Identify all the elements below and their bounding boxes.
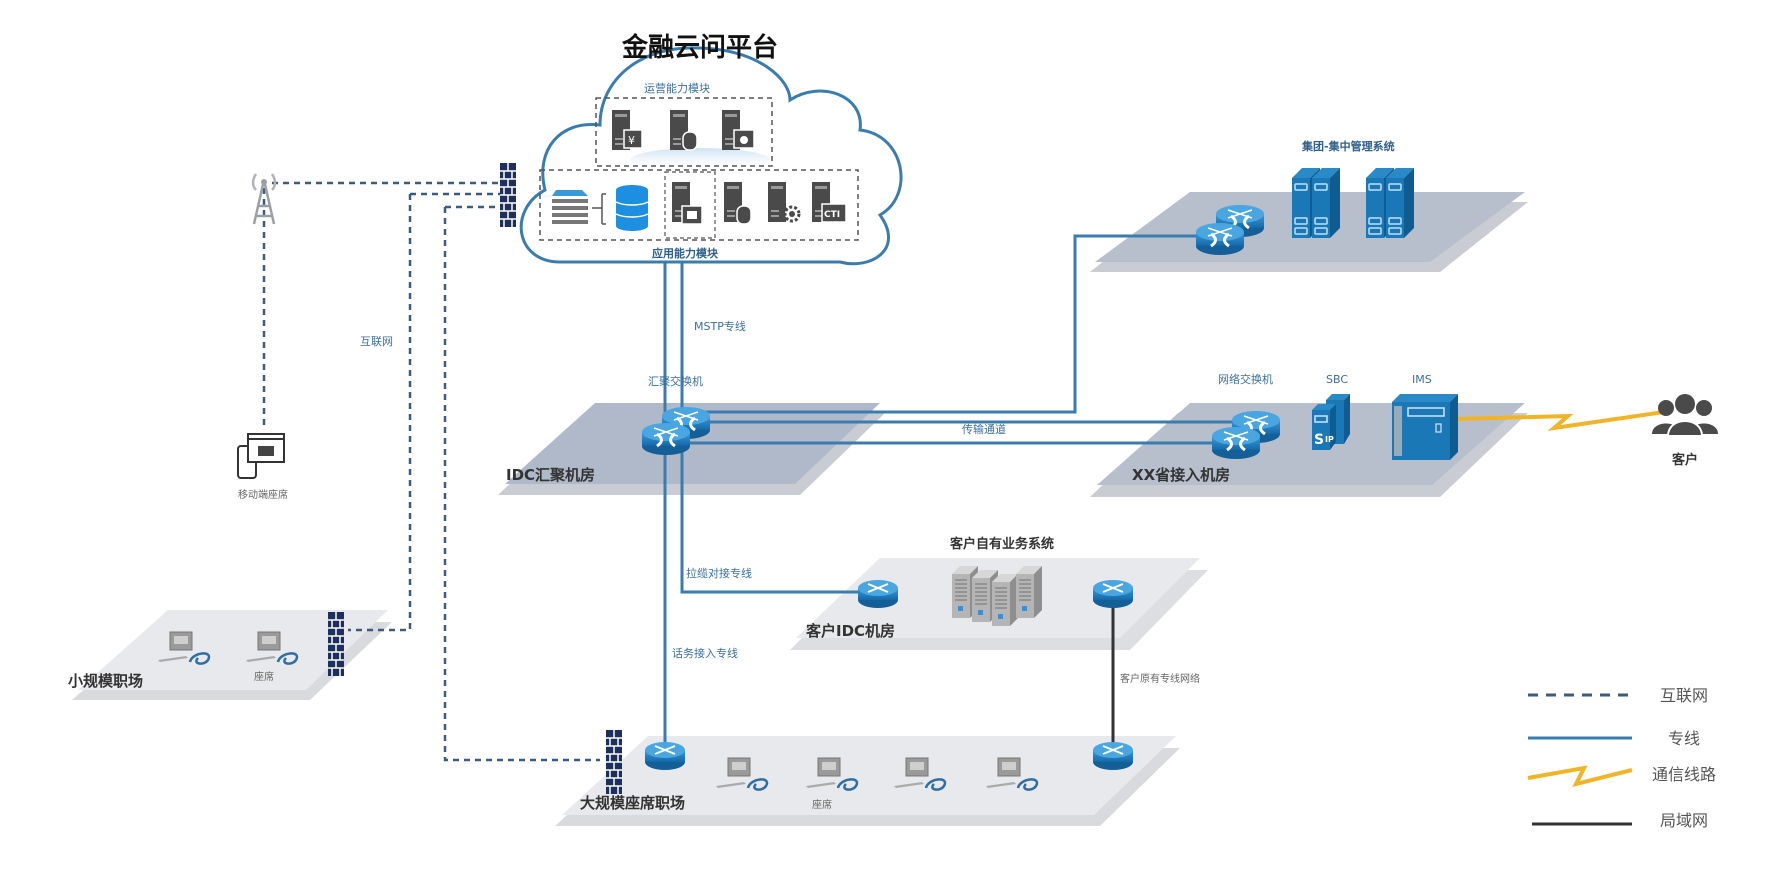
database-icon [615,185,649,231]
sbc-server-icon: S IP [1312,394,1350,450]
mstp-link-label: MSTP专线 [694,319,746,333]
cloud-platform [519,46,903,266]
ims-label: IMS [1412,373,1432,386]
seat-access-label: 话务接入专线 [672,646,738,660]
legend: 互联网 专线 通信线路 局域网 [1527,686,1716,830]
customer-idc-label: 客户IDC机房 [805,622,895,640]
legend-item-dedicated: 专线 [1528,729,1700,748]
mobile-seat-label: 移动端座席 [238,488,288,501]
router-icon-large-site [644,741,686,771]
svg-text:S: S [1314,432,1324,448]
server-gear-icon [768,182,801,223]
mobile-seat-icon [237,433,285,479]
cell-tower-icon [251,173,277,225]
customer-private-net-label: 客户原有专线网络 [1120,672,1200,685]
sbc-label: SBC [1326,373,1348,386]
router-icon-customer-private [1092,579,1134,609]
platform-large-site [555,736,1180,826]
province-label: XX省接入机房 [1132,466,1230,484]
router-icon-large-site-lan [1092,741,1134,771]
small-site-seat-label: 座席 [254,670,274,683]
pull-line-label: 拉缆对接专线 [686,566,752,580]
firewall-icon-cloud [499,162,517,228]
app-submodule-box [664,171,716,239]
server-database-icon [670,110,698,151]
internet-link-label: 互联网 [360,335,393,348]
svg-text:局域网: 局域网 [1660,811,1708,830]
server-cti-icon: CTI [812,182,847,223]
app-module-label: 应用能力模块 [652,246,719,260]
legend-item-lan: 局域网 [1532,811,1708,830]
svg-text:互联网: 互联网 [1660,686,1708,705]
svg-text:专线: 专线 [1668,729,1700,748]
svg-text:IP: IP [1325,435,1334,444]
large-site-label: 大规模座席职场 [580,794,685,812]
server-database-icon [724,182,752,225]
server-yuan-icon: ¥ [612,110,643,150]
platform-title: 金融云问平台 [621,32,778,63]
legend-item-comm: 通信线路 [1527,765,1716,787]
rack-server-icon [1385,167,1415,239]
idc-agg-label: IDC汇聚机房 [506,466,595,484]
storage-stack-icon [552,190,606,225]
business-server-icon [991,573,1019,627]
firewall-icon-large-site [605,729,623,795]
large-site-seat-label: 座席 [812,798,832,811]
ops-module-box [595,97,773,167]
app-module-box [539,169,859,241]
ops-module-label: 运营能力模块 [644,81,710,95]
agg-switch-label: 汇聚交换机 [648,374,703,388]
platform-small-site [72,610,392,700]
rack-server-icon [1311,167,1341,239]
svg-text:¥: ¥ [628,134,635,147]
server-robot-icon [672,182,703,225]
small-site-label: 小规模职场 [68,672,143,690]
customer-group-icon [1652,394,1718,437]
server-camera-icon [722,110,755,150]
ims-server-icon [1392,394,1458,460]
legend-item-internet: 互联网 [1528,686,1708,705]
firewall-icon-small-site [327,611,345,677]
svg-text:CTI: CTI [824,210,840,220]
network-switch-label: 网络交换机 [1218,372,1273,386]
business-server-icon [1015,565,1043,619]
comm-link-zigzag [1457,410,1665,431]
dedicated-links [663,234,1235,746]
customer-system-label: 客户自有业务系统 [950,536,1054,552]
transport-link-label: 传输通道 [962,422,1006,436]
router-icon-customer-idc [857,579,899,609]
svg-text:通信线路: 通信线路 [1652,765,1716,784]
internet-links [262,181,600,762]
customer-label: 客户 [1672,452,1698,468]
group-mgmt-label: 集团-集中管理系统 [1301,139,1395,153]
